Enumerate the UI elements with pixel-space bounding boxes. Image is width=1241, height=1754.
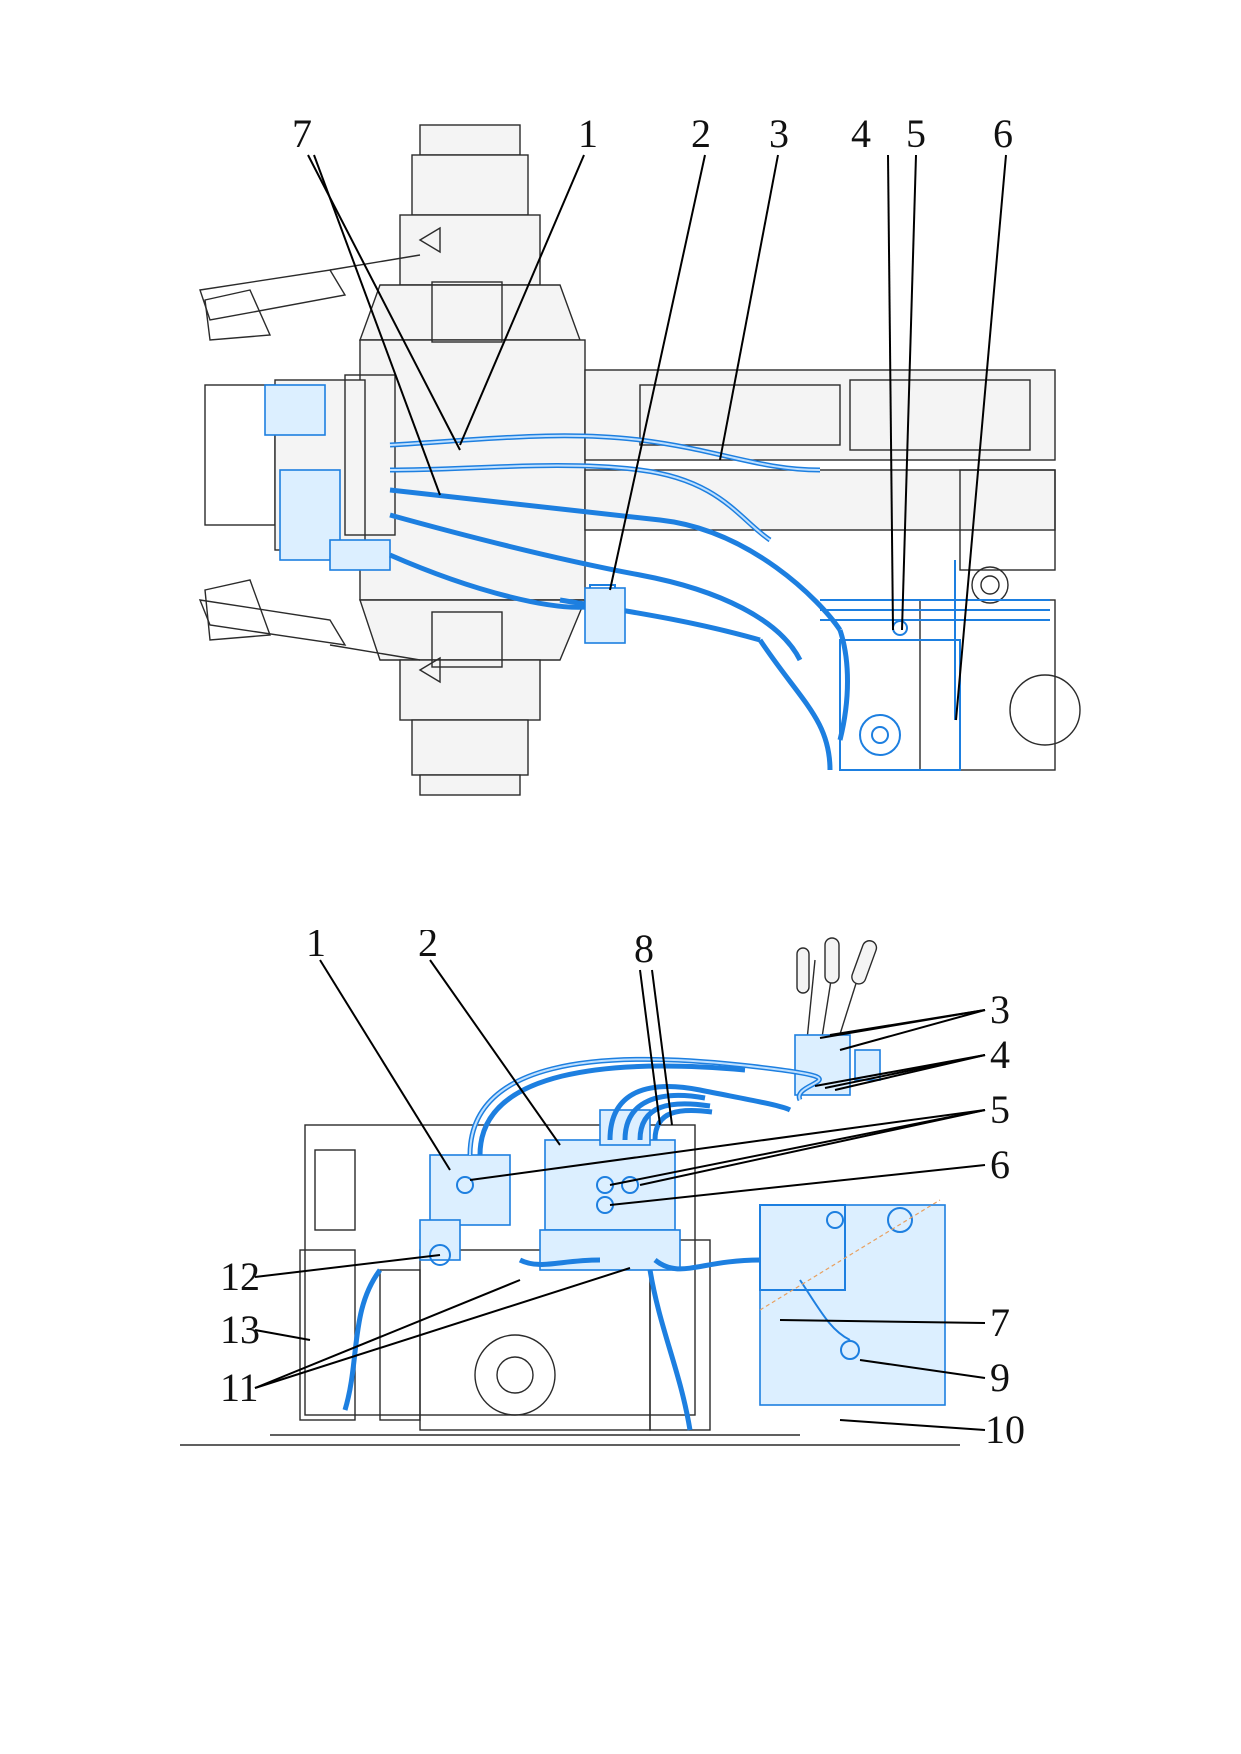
top-callout-7: 7 bbox=[292, 111, 312, 156]
bottom-callout-6: 6 bbox=[990, 1142, 1010, 1187]
bottom-callout-10: 10 bbox=[985, 1407, 1025, 1452]
bottom-callout-4: 4 bbox=[990, 1032, 1010, 1077]
bottom-callout-12: 12 bbox=[220, 1254, 260, 1299]
top-callout-4: 4 bbox=[851, 111, 871, 156]
rear-valve-block bbox=[204, 374, 396, 571]
bottom-callout-11: 11 bbox=[220, 1365, 259, 1410]
rear-axle-housing bbox=[359, 124, 587, 796]
control-levers bbox=[794, 937, 881, 1096]
bottom-callout-2: 2 bbox=[418, 930, 438, 965]
bottom-callout-1: 1 bbox=[306, 930, 326, 965]
bottom-callout-13: 13 bbox=[220, 1307, 260, 1352]
transmission-frame bbox=[584, 369, 1081, 771]
top-callout-6: 6 bbox=[993, 111, 1013, 156]
bottom-callout-5: 5 bbox=[990, 1087, 1010, 1132]
bottom-figure: 1 2 8 3 4 5 6 12 13 11 7 9 10 bbox=[0, 930, 1241, 1510]
top-callout-3: 3 bbox=[769, 111, 789, 156]
oil-tank bbox=[759, 1199, 946, 1406]
top-callout-5: 5 bbox=[906, 111, 926, 156]
top-figure: 7 1 2 3 4 5 6 bbox=[0, 0, 1241, 820]
bottom-figure-drawing: 1 2 8 3 4 5 6 12 13 11 7 9 10 bbox=[180, 930, 1025, 1452]
top-figure-drawing: 7 1 2 3 4 5 6 bbox=[198, 111, 1081, 796]
bottom-callout-8: 8 bbox=[634, 930, 654, 971]
top-callout-2: 2 bbox=[691, 111, 711, 156]
chassis-frame bbox=[180, 1124, 960, 1446]
bottom-leader-lines bbox=[254, 959, 986, 1431]
top-callout-1: 1 bbox=[578, 111, 598, 156]
bottom-callout-3: 3 bbox=[990, 987, 1010, 1032]
top-leader-lines bbox=[307, 154, 1007, 721]
lift-arms bbox=[198, 254, 421, 661]
bottom-callout-9: 9 bbox=[990, 1355, 1010, 1400]
bottom-hoses bbox=[342, 1056, 822, 1431]
bottom-callout-7: 7 bbox=[990, 1300, 1010, 1345]
